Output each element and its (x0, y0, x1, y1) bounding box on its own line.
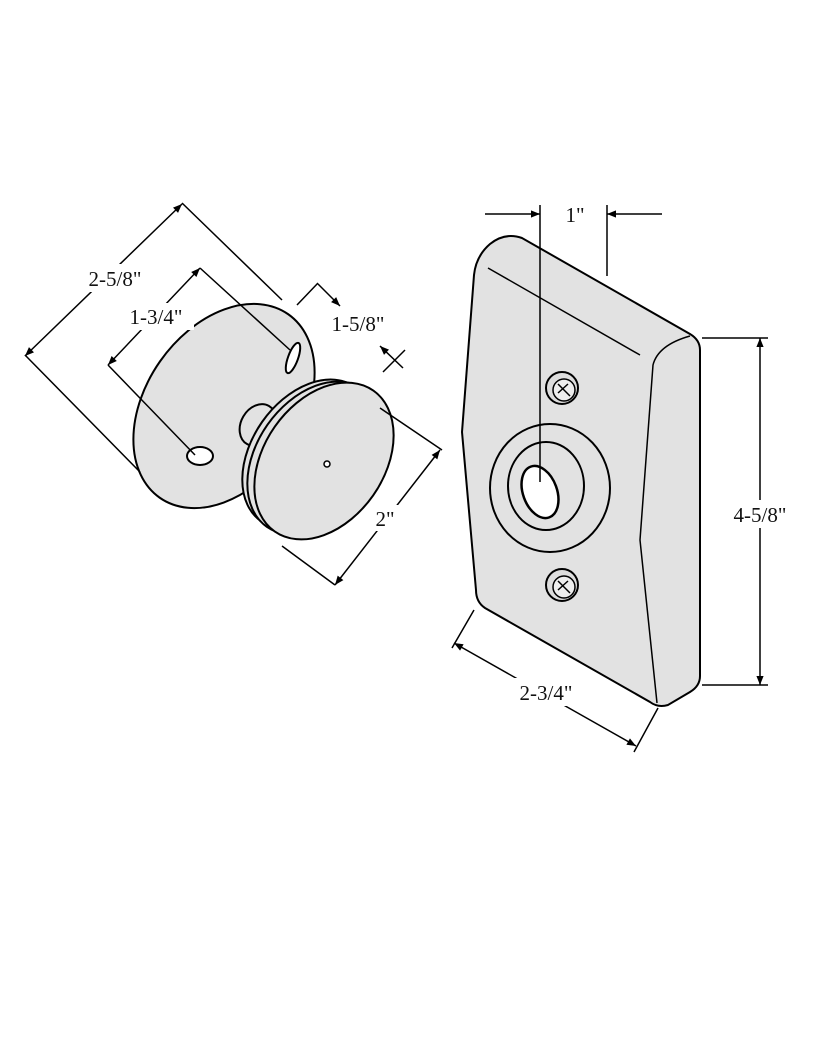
label-plate-height: 4-5/8" (734, 503, 787, 527)
dimension-plate-height: 4-5/8" (702, 337, 798, 686)
mounting-hole (186, 446, 214, 466)
label-plate-offset: 1" (565, 203, 584, 227)
dimension-face-diameter: 2" (281, 407, 443, 586)
label-face-diameter: 2" (375, 507, 394, 531)
label-disc-diameter: 2-5/8" (89, 267, 142, 291)
magnet-housing (460, 235, 701, 707)
magnet-ring (489, 423, 611, 553)
dimension-hole-spacing: 1-3/4" (107, 267, 291, 456)
dimension-plate-width: 2-3/4" (451, 609, 659, 753)
dimension-plate-offset: 1" (485, 203, 662, 482)
screw-top (545, 371, 579, 405)
screw-bottom (545, 568, 579, 602)
label-plate-width: 2-3/4" (520, 681, 573, 705)
mounting-slot (284, 341, 302, 375)
dimension-depth: 1-5/8" (296, 282, 406, 373)
label-depth: 1-5/8" (332, 312, 385, 336)
label-hole-spacing: 1-3/4" (130, 305, 183, 329)
